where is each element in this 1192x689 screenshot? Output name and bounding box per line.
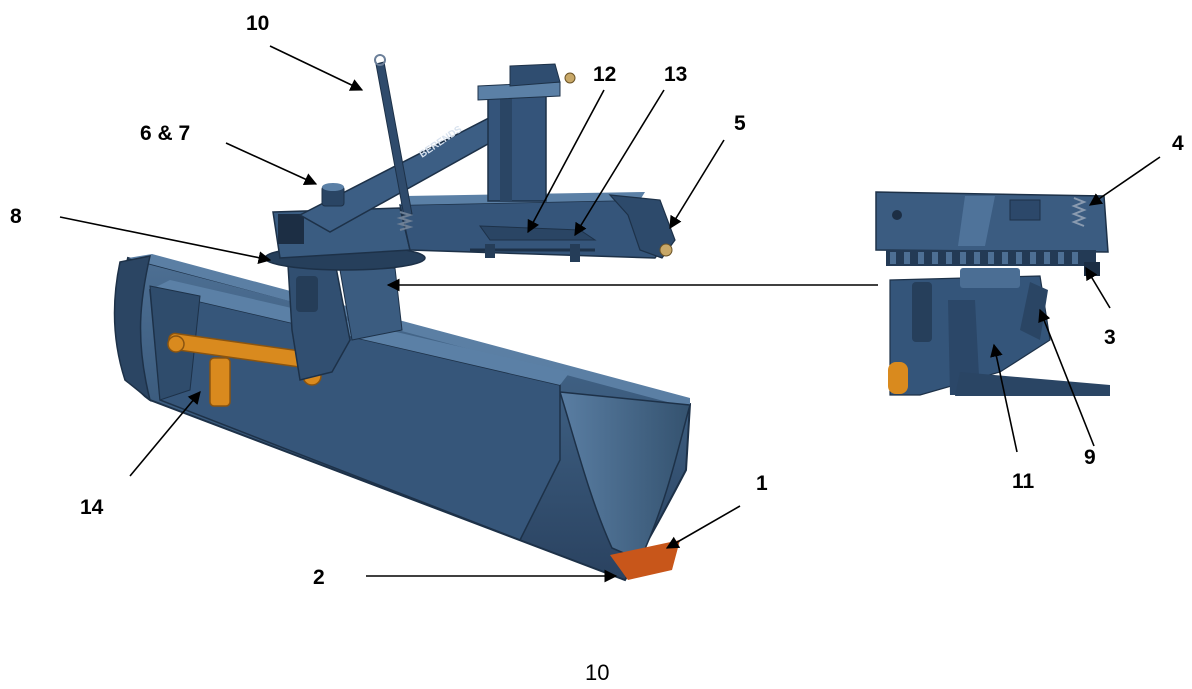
leader-4 [1088, 156, 1161, 206]
callout-6-7: 6 & 7 [140, 122, 191, 145]
leader-6-7 [225, 142, 318, 186]
callout-11: 10 [246, 12, 270, 35]
page-number: 10 [585, 660, 610, 685]
leader-12 [527, 89, 605, 234]
callout-13: 13 [664, 63, 688, 86]
leader-9 [990, 343, 1018, 453]
callout-5: 5 [734, 112, 746, 135]
left-end-plate [113, 255, 152, 402]
callout-10: 9 [1084, 446, 1096, 469]
leader-14 [129, 391, 201, 477]
callout-1: 1 [756, 472, 768, 495]
detail-inset [875, 190, 1112, 396]
inset-top-plate [875, 191, 1109, 253]
leader-8 [59, 216, 272, 264]
callout-3: 3 [1104, 326, 1116, 349]
main-implement: BERENDS [113, 54, 692, 582]
callout-8: 8 [10, 205, 22, 228]
leader-5 [669, 139, 725, 230]
leader-10 [1038, 308, 1095, 447]
leader-13 [574, 89, 665, 237]
cutting-edge [610, 540, 680, 580]
leader-11 [269, 45, 364, 91]
leader-3 [1085, 266, 1111, 309]
callout-4: 4 [1172, 132, 1184, 155]
callout-2: 2 [313, 566, 325, 589]
callout-9: 11 [1012, 470, 1035, 493]
leader-lines [59, 45, 1161, 583]
callout-14: 14 [80, 496, 104, 519]
leader-1 [665, 505, 741, 549]
callout-12: 12 [593, 63, 617, 86]
